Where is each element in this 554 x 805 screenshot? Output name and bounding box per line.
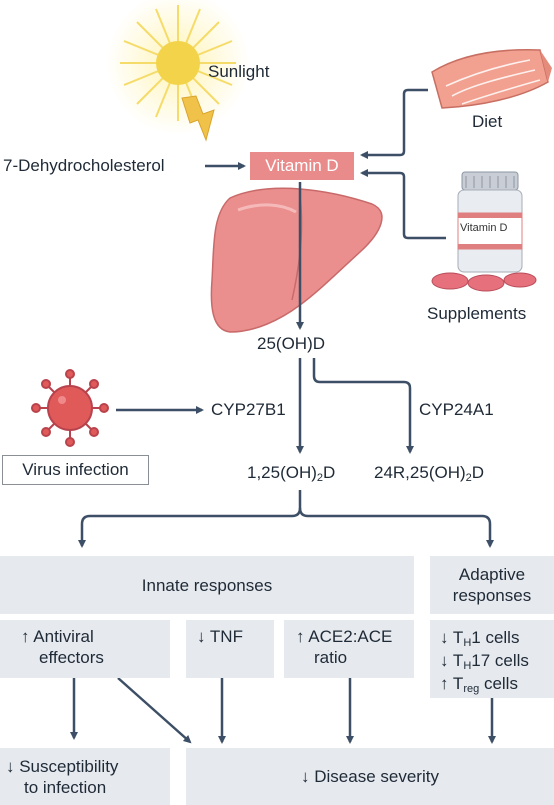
innate-responses-title: Innate responses	[141, 576, 273, 595]
th17-cells: ↓ TH17 cells	[440, 651, 529, 672]
disease-severity-box: ↓ Disease severity	[186, 748, 554, 805]
adaptive-cells-text: ↓ TH1 cells ↓ TH17 cells ↑ Treg cells	[440, 626, 529, 695]
lightning-icon	[181, 95, 215, 142]
branch-calcitriol-to-responses	[78, 490, 302, 548]
diet-label: Diet	[472, 112, 503, 131]
treg-cells: ↑ Treg cells	[440, 674, 518, 695]
branch-calcitriol-to-adaptive	[298, 507, 494, 548]
arrow-25ohd-to-inactive	[312, 358, 414, 454]
liver-icon	[210, 187, 383, 333]
th1-cells: ↓ TH1 cells	[440, 628, 520, 649]
bottle-label: Vitamin D	[460, 222, 508, 234]
virus-infection-box: Virus infection	[2, 455, 149, 485]
adaptive-cells-box: ↓ TH1 cells ↓ TH17 cells ↑ Treg cells	[430, 620, 554, 698]
virus-icon	[31, 369, 109, 447]
disease-severity-text: ↓ Disease severity	[301, 767, 439, 786]
arrow-antiviral-to-severity	[117, 677, 192, 744]
cyp27b1-label: CYP27B1	[211, 400, 286, 419]
innate-responses-box: Innate responses	[0, 556, 414, 614]
arrow-supplements-to-vitamin-d	[360, 169, 446, 240]
supplements-label: Supplements	[427, 304, 527, 323]
inactive-metabolite-label: 24R,25(OH)2D	[374, 463, 485, 484]
supplement-bottle-icon	[431, 171, 537, 292]
precursor-label: 7-Dehydrocholesterol	[3, 156, 165, 175]
cyp24a1-label: CYP24A1	[419, 400, 494, 419]
calcitriol-label: 1,25(OH)2D	[247, 463, 336, 484]
sun-icon	[106, 0, 250, 135]
tnf-box: ↓ TNF	[186, 620, 274, 678]
salmon-fillet-icon	[431, 48, 552, 109]
vitamin-d-box: Vitamin D	[250, 152, 354, 180]
tnf-text: ↓ TNF	[197, 627, 243, 646]
sunlight-label: Sunlight	[208, 62, 270, 81]
calcidiol-label: 25(OH)D	[257, 334, 326, 353]
arrow-diet-to-vitamin-d	[360, 88, 428, 159]
